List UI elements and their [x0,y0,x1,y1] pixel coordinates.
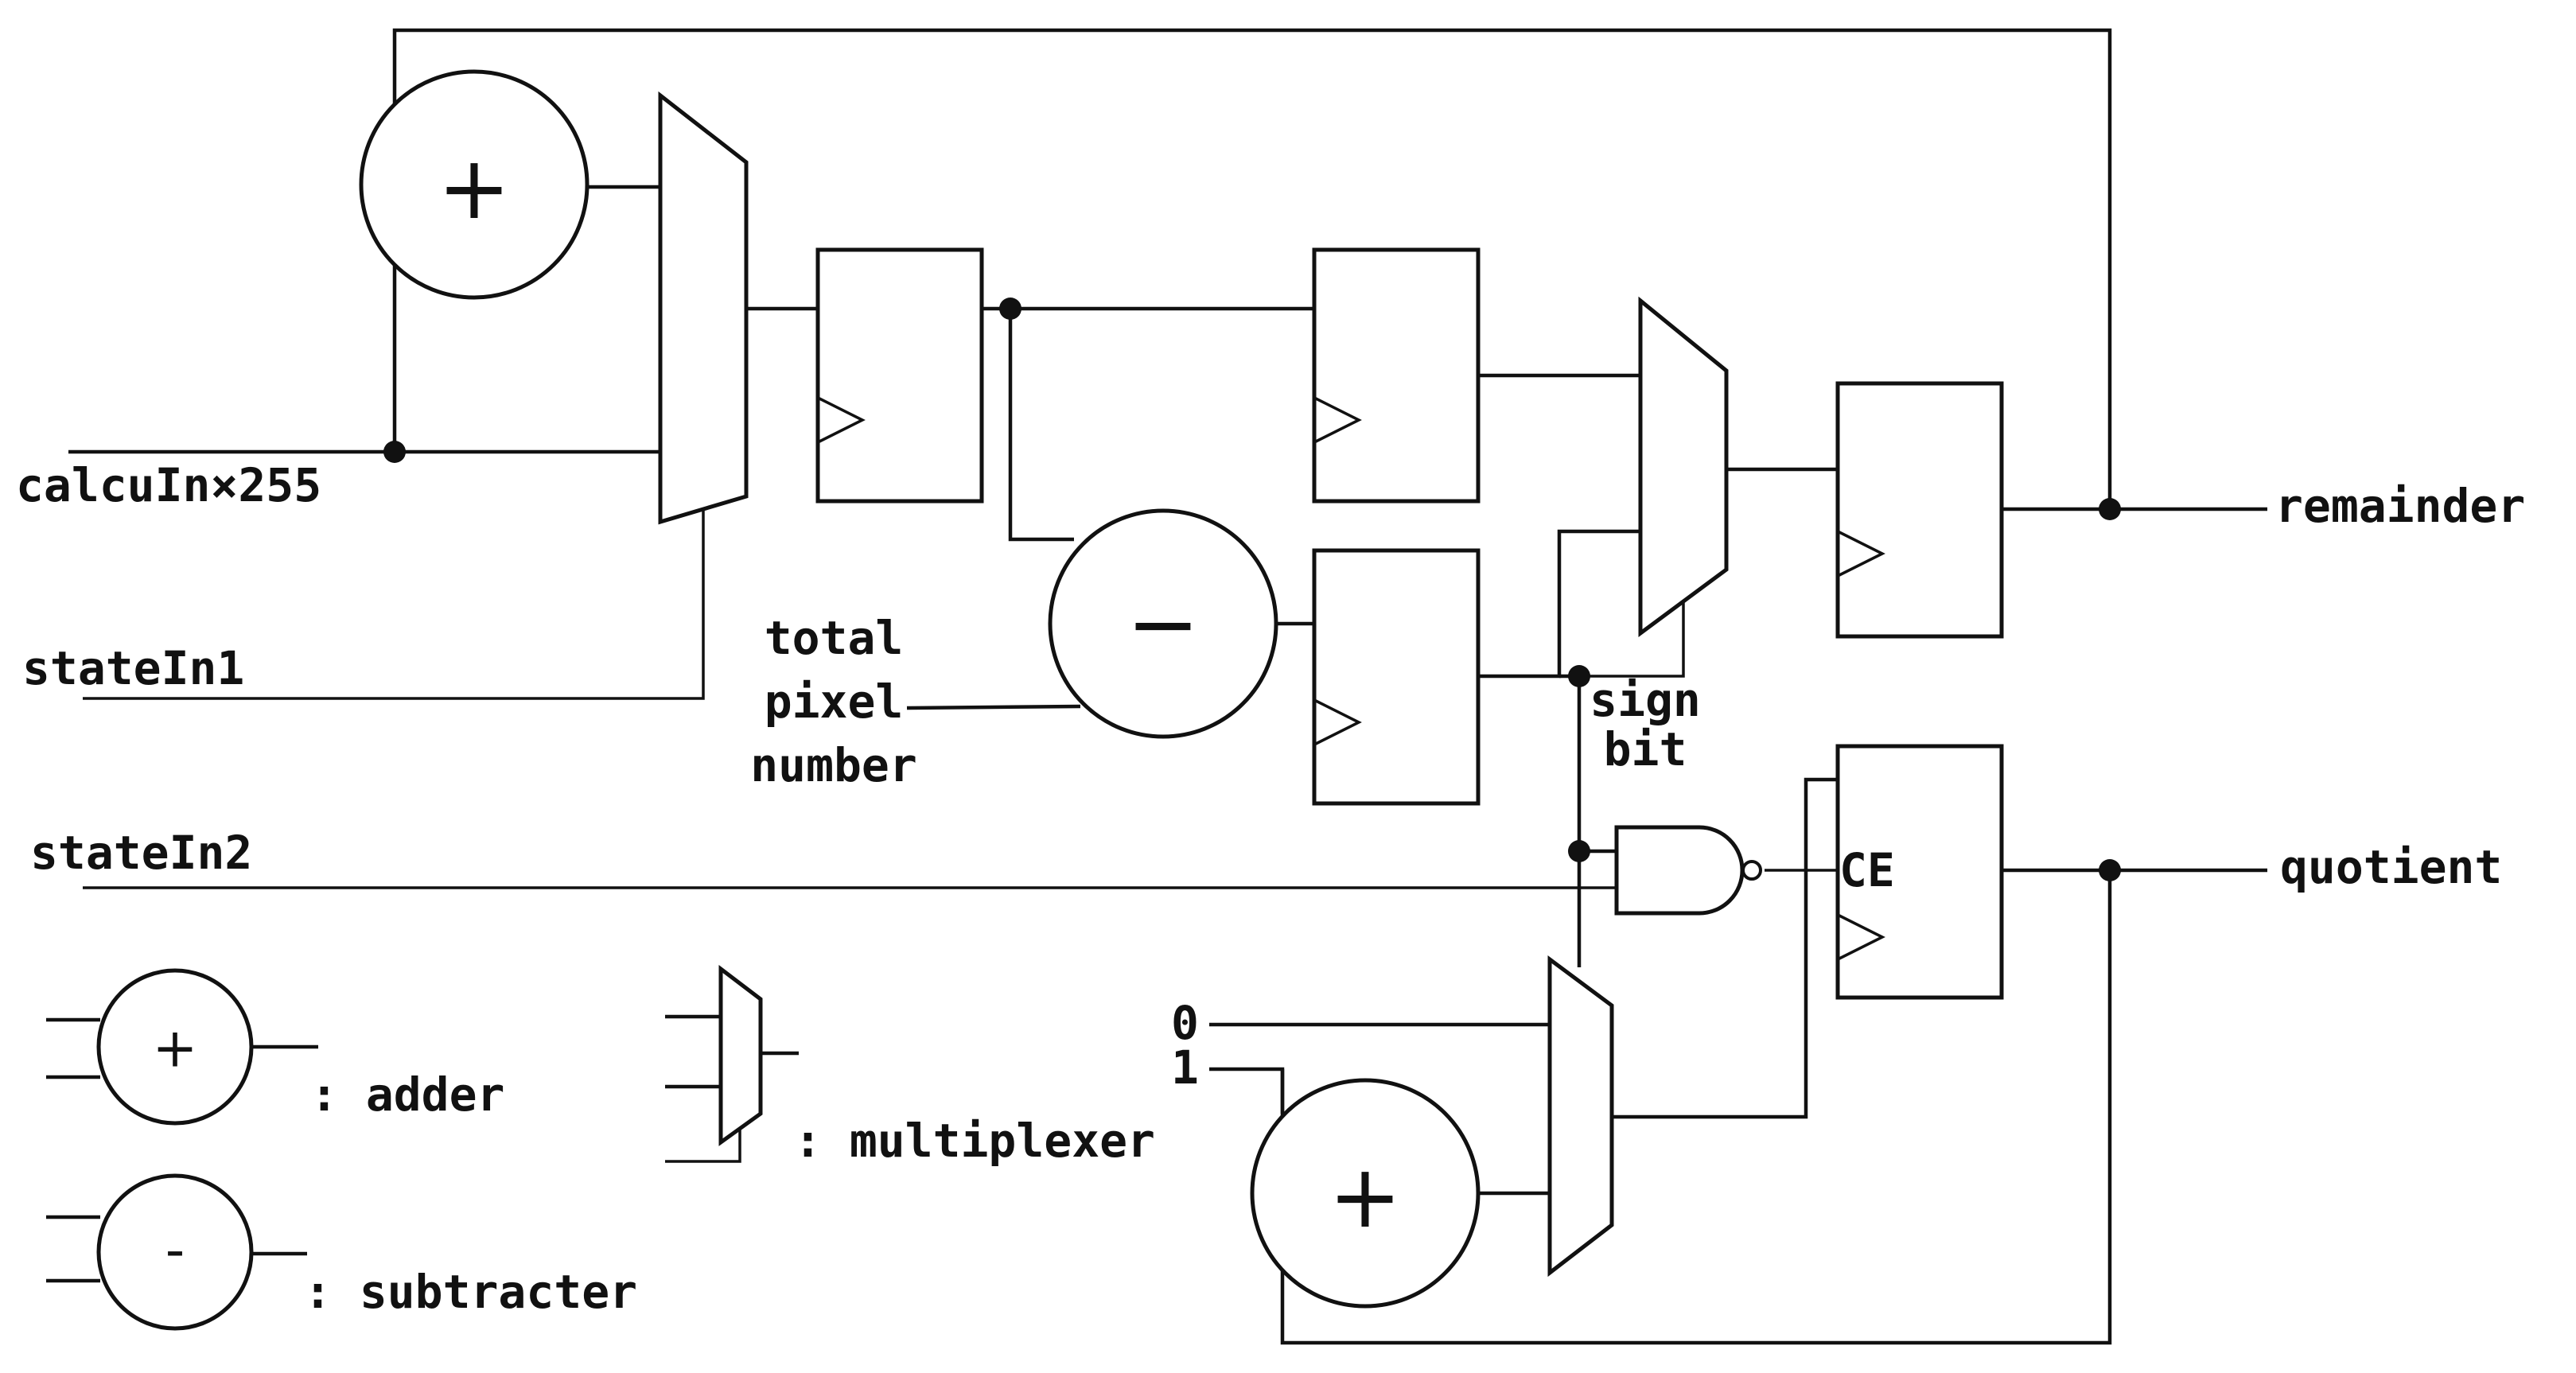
legend-subtracter-symbol: - [165,1219,185,1282]
clock-triangle [1837,530,1885,578]
sign-bit-wire [1559,674,1582,967]
total-pixel-wire [906,704,1081,710]
legend-adder-label: : adder [310,1068,504,1122]
clock-triangle [1313,396,1362,444]
mux3-to-quotient-reg-wire [1612,777,1838,1119]
state-in2-label: stateIn2 [30,826,252,880]
junction-dot [999,298,1021,320]
sign-bit-to-mux2-select-wire [1579,601,1685,678]
register-2 [1312,247,1481,504]
legend-adder: + : adder [46,968,504,1126]
adder-2-symbol: + [1329,1145,1402,1247]
state-in1-label: stateIn1 [22,641,244,695]
calcu-in-label: calcuIn×255 [16,458,321,512]
multiplexer-1 [658,91,749,525]
sign-bit-label-2: bit [1604,722,1687,776]
adder-1-symbol: + [438,137,511,239]
junction-dot [1568,665,1590,687]
adder-1: + [359,69,590,300]
multiplexer-3 [1547,955,1614,1278]
multiplexer-2 [1638,296,1729,637]
clock-triangle [1313,698,1362,746]
register-remainder [1835,381,2004,639]
legend-multiplexer-label: : multiplexer [794,1114,1155,1168]
ce-label: CE [1839,843,1895,897]
legend: + : adder - : subtracter : multiplexer [46,964,1155,1331]
wires [68,28,2267,1345]
labels: calcuIn×255 stateIn1 stateIn2 total pixe… [16,458,2525,1095]
total-pixel-number-label-2: pixel [765,675,904,729]
register-quotient: CE [1835,744,2004,1000]
const1-wire [1209,1067,1285,1114]
reg3-to-mux2-wire [1478,529,1640,679]
legend-subtracter-label: : subtracter [304,1265,637,1319]
sign-bit-label-1: sign [1590,673,1701,727]
junction-dot [2099,859,2121,881]
clock-triangle [1837,913,1885,961]
quotient-label: quotient [2280,840,2502,894]
const0-label: 0 [1171,996,1199,1050]
junction-dot [1568,840,1590,862]
junctions [383,298,2121,881]
legend-multiplexer: : multiplexer [665,964,1155,1168]
subtracter-1-symbol: − [1127,573,1200,675]
register-1 [815,247,984,504]
const1-label: 1 [1171,1040,1199,1095]
legend-adder-symbol: + [153,1017,198,1080]
legend-subtracter: - : subtracter [46,1173,637,1331]
junction-dot [383,441,406,463]
remainder-label: remainder [2275,479,2525,533]
nand-bubble [1741,860,1762,881]
junction-dot [2099,498,2121,520]
nand-gate [1614,825,1762,916]
subtracter-1: − [1048,508,1278,739]
register-3 [1312,548,1481,806]
clock-triangle [817,396,866,444]
total-pixel-number-label-3: number [750,738,917,792]
state-in1-wire [83,496,705,700]
reg1-to-subtracter-wire [1008,309,1074,542]
adder-2: + [1250,1078,1481,1309]
total-pixel-number-label-1: total [765,611,904,665]
